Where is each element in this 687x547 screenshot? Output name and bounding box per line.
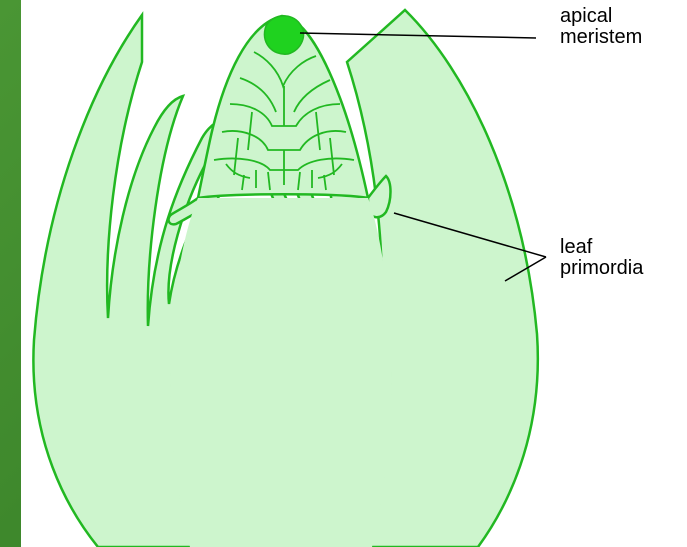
apical-meristem — [264, 16, 303, 54]
label-apical-meristem: apical meristem — [560, 6, 642, 48]
label-apical: apical — [560, 6, 642, 27]
label-meristem: meristem — [560, 27, 642, 48]
label-leaf: leaf — [560, 237, 643, 258]
label-leaf-primordia: leaf primordia — [560, 237, 643, 279]
label-primordia: primordia — [560, 258, 643, 279]
apex-body — [170, 198, 392, 547]
